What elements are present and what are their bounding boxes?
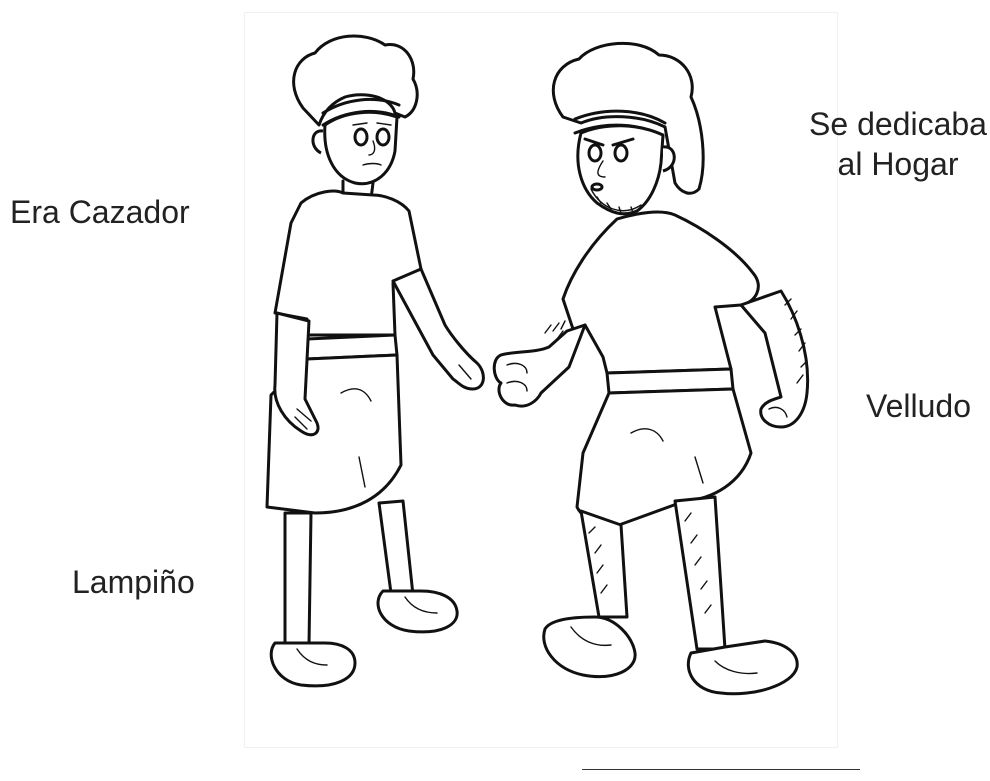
two-men-drawing <box>265 34 810 696</box>
left-man-figure <box>265 34 485 688</box>
label-home-line-1: Se dedicaba <box>809 106 987 142</box>
label-home-line-2: al Hogar <box>837 146 959 182</box>
label-hunter: Era Cazador <box>10 194 190 230</box>
label-hairy: Velludo <box>866 388 971 424</box>
label-smooth: Lampiño <box>72 564 195 600</box>
label-home: Se dedicaba al Hogar <box>808 104 988 184</box>
answer-line <box>582 769 860 770</box>
right-man-figure <box>492 41 810 696</box>
coloring-illustration <box>244 12 838 748</box>
